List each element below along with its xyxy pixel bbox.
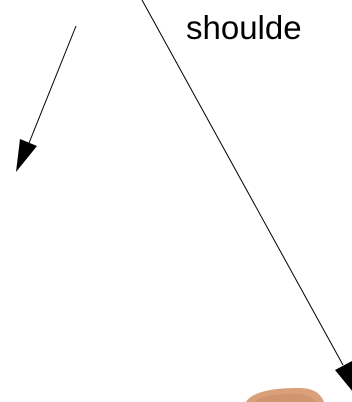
left-arrowhead (16, 139, 37, 172)
right-arrow (142, 0, 352, 392)
right-arrowhead (335, 361, 352, 392)
skin-fragment (246, 388, 324, 402)
right-arrow-shaft (142, 0, 343, 365)
left-arrow-shaft (27, 26, 76, 148)
left-arrow (16, 26, 76, 172)
body-part-label: shoulde (186, 8, 302, 48)
